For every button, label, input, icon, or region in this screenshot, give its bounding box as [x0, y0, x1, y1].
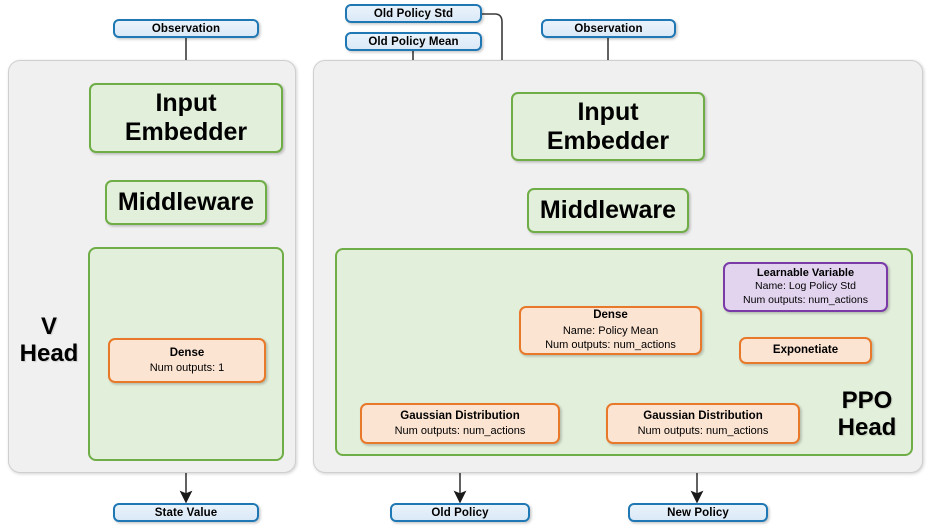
v-head-dense[interactable]: Dense Num outputs: 1	[108, 338, 266, 383]
v-head-output-state-value-label: State Value	[154, 506, 218, 519]
ppo-head-gaussian-distribution-old[interactable]: Gaussian Distribution Num outputs: num_a…	[360, 403, 560, 444]
ppo-head-gaussian-new-title: Gaussian Distribution	[643, 409, 763, 422]
v-head-input-observation[interactable]: Observation	[113, 19, 259, 38]
ppo-head-exponentiate-title: Exponetiate	[772, 343, 839, 356]
ppo-head-output-old-policy[interactable]: Old Policy	[390, 503, 530, 522]
ppo-head-input-embedder-label: Input Embedder	[546, 97, 670, 155]
ppo-head-input-old-policy-std-label: Old Policy Std	[373, 7, 454, 20]
ppo-head-exponentiate[interactable]: Exponetiate	[739, 337, 872, 364]
ppo-head-dense-name: Name: Policy Mean	[562, 324, 659, 337]
ppo-head-dense-num-outputs: Num outputs: num_actions	[545, 339, 676, 352]
ppo-head-label-line2: Head	[837, 414, 897, 442]
ppo-head-input-embedder[interactable]: Input Embedder	[511, 92, 705, 161]
ppo-head-input-observation[interactable]: Observation	[541, 19, 676, 38]
v-head-input-embedder-label: Input Embedder	[124, 89, 248, 146]
v-head-label: V Head	[14, 313, 84, 368]
v-head-input-embedder[interactable]: Input Embedder	[89, 83, 283, 153]
ppo-head-output-old-policy-label: Old Policy	[431, 506, 489, 519]
ppo-head-input-old-policy-mean-label: Old Policy Mean	[368, 35, 459, 48]
ppo-head-learnable-variable[interactable]: Learnable Variable Name: Log Policy Std …	[723, 262, 888, 312]
v-head-label-line2: Head	[19, 340, 79, 368]
v-head-middleware-label: Middleware	[117, 188, 255, 216]
ppo-head-dense-title: Dense	[593, 309, 628, 322]
ppo-head-input-old-policy-std[interactable]: Old Policy Std	[345, 4, 482, 23]
ppo-head-gaussian-distribution-new[interactable]: Gaussian Distribution Num outputs: num_a…	[606, 403, 800, 444]
ppo-head-dense-policy-mean[interactable]: Dense Name: Policy Mean Num outputs: num…	[519, 306, 702, 355]
ppo-head-input-old-policy-mean[interactable]: Old Policy Mean	[345, 32, 482, 51]
ppo-head-label-line1: PPO	[841, 387, 893, 414]
ppo-head-output-new-policy[interactable]: New Policy	[628, 503, 768, 522]
v-head-middleware[interactable]: Middleware	[105, 180, 267, 225]
ppo-head-middleware-label: Middleware	[539, 196, 677, 224]
ppo-head-learnable-variable-name: Name: Log Policy Std	[755, 280, 856, 293]
ppo-head-learnable-variable-num-outputs: Num outputs: num_actions	[743, 294, 868, 307]
v-head-dense-title: Dense	[169, 346, 205, 359]
v-head-label-line1: V	[40, 313, 57, 340]
v-head-dense-num-outputs: Num outputs: 1	[149, 361, 225, 374]
ppo-head-gaussian-new-num-outputs: Num outputs: num_actions	[637, 424, 769, 437]
ppo-head-middleware[interactable]: Middleware	[527, 188, 689, 233]
ppo-head-output-new-policy-label: New Policy	[667, 506, 729, 519]
v-head-output-state-value[interactable]: State Value	[113, 503, 259, 522]
ppo-head-learnable-variable-title: Learnable Variable	[756, 266, 855, 279]
v-head-input-observation-label: Observation	[151, 22, 221, 35]
ppo-head-gaussian-old-num-outputs: Num outputs: num_actions	[394, 424, 526, 437]
ppo-head-gaussian-old-title: Gaussian Distribution	[400, 409, 520, 422]
ppo-head-label: PPO Head	[822, 387, 912, 442]
ppo-head-input-observation-label: Observation	[574, 22, 643, 35]
